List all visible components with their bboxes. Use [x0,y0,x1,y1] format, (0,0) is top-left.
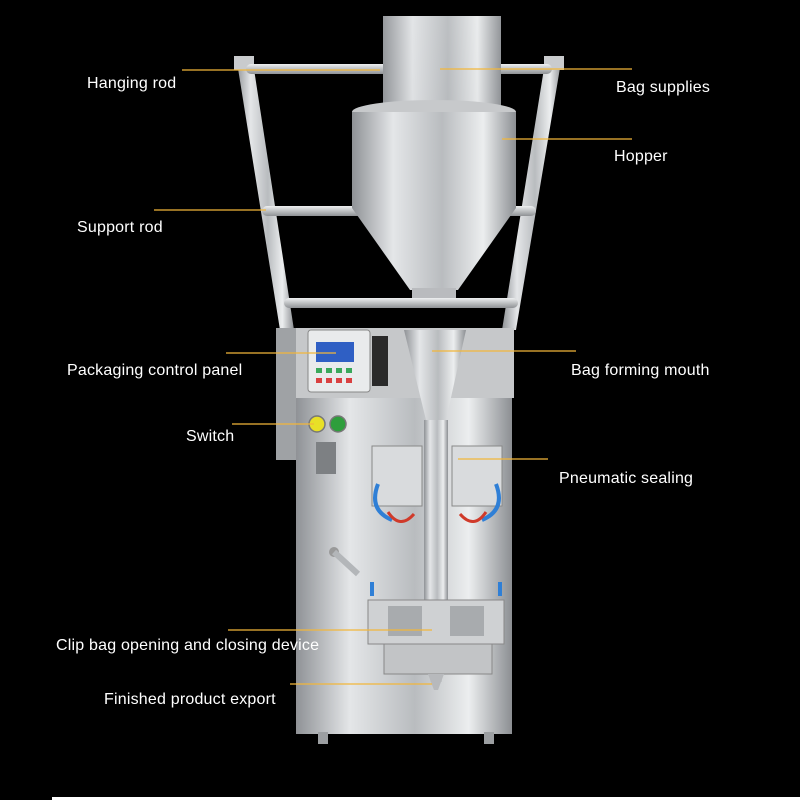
side-handle [329,547,361,577]
hopper [352,100,516,302]
product-outlet [428,674,444,690]
label-packaging-control-panel: Packaging control panel [67,362,243,379]
bottom-divider [52,797,800,800]
label-support-rod: Support rod [77,219,163,236]
label-hopper: Hopper [614,148,668,165]
leader-lines [154,68,632,685]
label-hanging-rod: Hanging rod [87,75,177,92]
label-finished-product-export: Finished product export [104,691,276,708]
label-bag-forming-mouth: Bag forming mouth [571,362,710,379]
label-pneumatic-sealing: Pneumatic sealing [559,470,694,487]
label-clip-bag-device: Clip bag opening and closing device [56,637,320,654]
switch-lights [308,415,347,474]
label-bag-supplies: Bag supplies [616,79,711,96]
label-switch: Switch [186,428,235,445]
lower-rod [284,298,518,308]
frame [234,56,564,330]
pneumatic-sealing [371,445,503,523]
clip-bag-device [367,582,505,675]
control-panel [307,329,388,393]
